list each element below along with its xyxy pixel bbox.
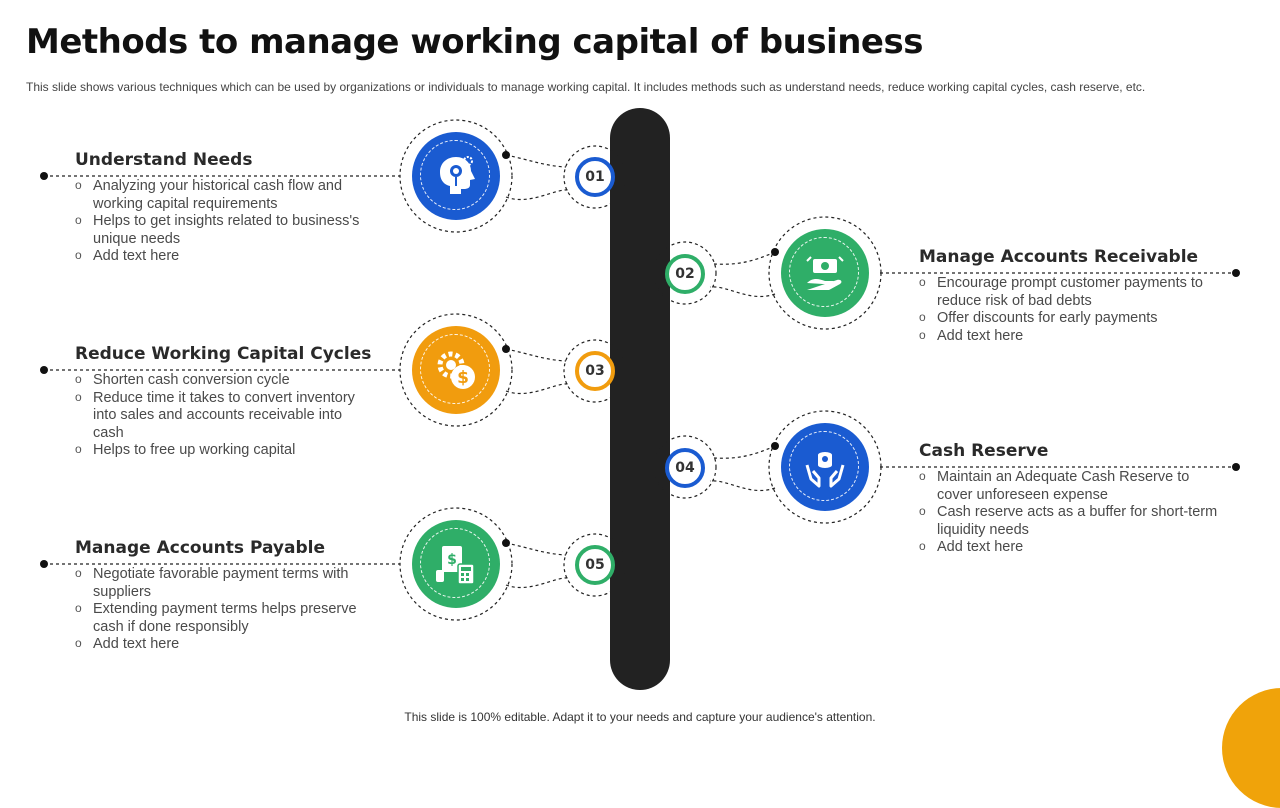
slide-footer: This slide is 100% editable. Adapt it to… bbox=[404, 710, 876, 724]
bill-calculator-icon: $ bbox=[412, 520, 500, 608]
step-heading: Manage Accounts Payable bbox=[75, 538, 325, 558]
step-reduce-working-capital-cycles: Reduce Working Capital Cycles Shorten ca… bbox=[75, 344, 375, 460]
step-number-02: 02 bbox=[665, 254, 705, 294]
bullet-item: Cash reserve acts as a buffer for short-… bbox=[919, 503, 1219, 539]
head-gear-icon bbox=[412, 132, 500, 220]
bullet-item: Helps to get insights related to busines… bbox=[75, 212, 375, 248]
step-number-05: 05 bbox=[575, 545, 615, 585]
step-bullets: Encourage prompt customer payments to re… bbox=[919, 274, 1219, 346]
slide-title: Methods to manage working capital of bus… bbox=[26, 22, 923, 62]
hands-coins-icon bbox=[781, 423, 869, 511]
bullet-item: Maintain an Adequate Cash Reserve to cov… bbox=[919, 468, 1219, 504]
step-heading: Reduce Working Capital Cycles bbox=[75, 344, 372, 364]
svg-text:$: $ bbox=[447, 552, 457, 568]
step-bullets: Analyzing your historical cash flow and … bbox=[75, 177, 375, 266]
step-bullets: Negotiate favorable payment terms with s… bbox=[75, 565, 375, 654]
step-number-01: 01 bbox=[575, 157, 615, 197]
step-manage-accounts-receivable: Manage Accounts Receivable Encourage pro… bbox=[919, 247, 1219, 345]
bullet-item: Extending payment terms helps preserve c… bbox=[75, 600, 375, 636]
step-bullets: Shorten cash conversion cycle Reduce tim… bbox=[75, 371, 375, 460]
bullet-item: Add text here bbox=[75, 247, 375, 266]
step-bullets: Maintain an Adequate Cash Reserve to cov… bbox=[919, 468, 1219, 557]
step-number-04: 04 bbox=[665, 448, 705, 488]
bullet-item: Analyzing your historical cash flow and … bbox=[75, 177, 375, 213]
bullet-item: Encourage prompt customer payments to re… bbox=[919, 274, 1219, 310]
step-heading: Manage Accounts Receivable bbox=[919, 247, 1199, 267]
connector-lines bbox=[40, 119, 1240, 621]
step-heading: Cash Reserve bbox=[919, 441, 1049, 461]
bullet-item: Reduce time it takes to convert inventor… bbox=[75, 389, 375, 443]
bullet-item: Helps to free up working capital bbox=[75, 441, 375, 460]
timeline-spine bbox=[610, 108, 670, 690]
bullet-item: Add text here bbox=[75, 635, 375, 654]
step-understand-needs: Understand Needs Analyzing your historic… bbox=[75, 150, 375, 266]
gear-dollar-icon: $ bbox=[412, 326, 500, 414]
bullet-item: Add text here bbox=[919, 538, 1219, 557]
bullet-item: Shorten cash conversion cycle bbox=[75, 371, 375, 390]
step-number-03: 03 bbox=[575, 351, 615, 391]
svg-text:$: $ bbox=[457, 368, 469, 388]
step-manage-accounts-payable: Manage Accounts Payable Negotiate favora… bbox=[75, 538, 375, 654]
hand-receiving-money-icon bbox=[781, 229, 869, 317]
bullet-item: Add text here bbox=[919, 327, 1219, 346]
slide-subtitle: This slide shows various techniques whic… bbox=[26, 80, 1146, 94]
step-cash-reserve: Cash Reserve Maintain an Adequate Cash R… bbox=[919, 441, 1219, 557]
bullet-item: Negotiate favorable payment terms with s… bbox=[75, 565, 375, 601]
bullet-item: Offer discounts for early payments bbox=[919, 309, 1219, 328]
step-heading: Understand Needs bbox=[75, 150, 253, 170]
